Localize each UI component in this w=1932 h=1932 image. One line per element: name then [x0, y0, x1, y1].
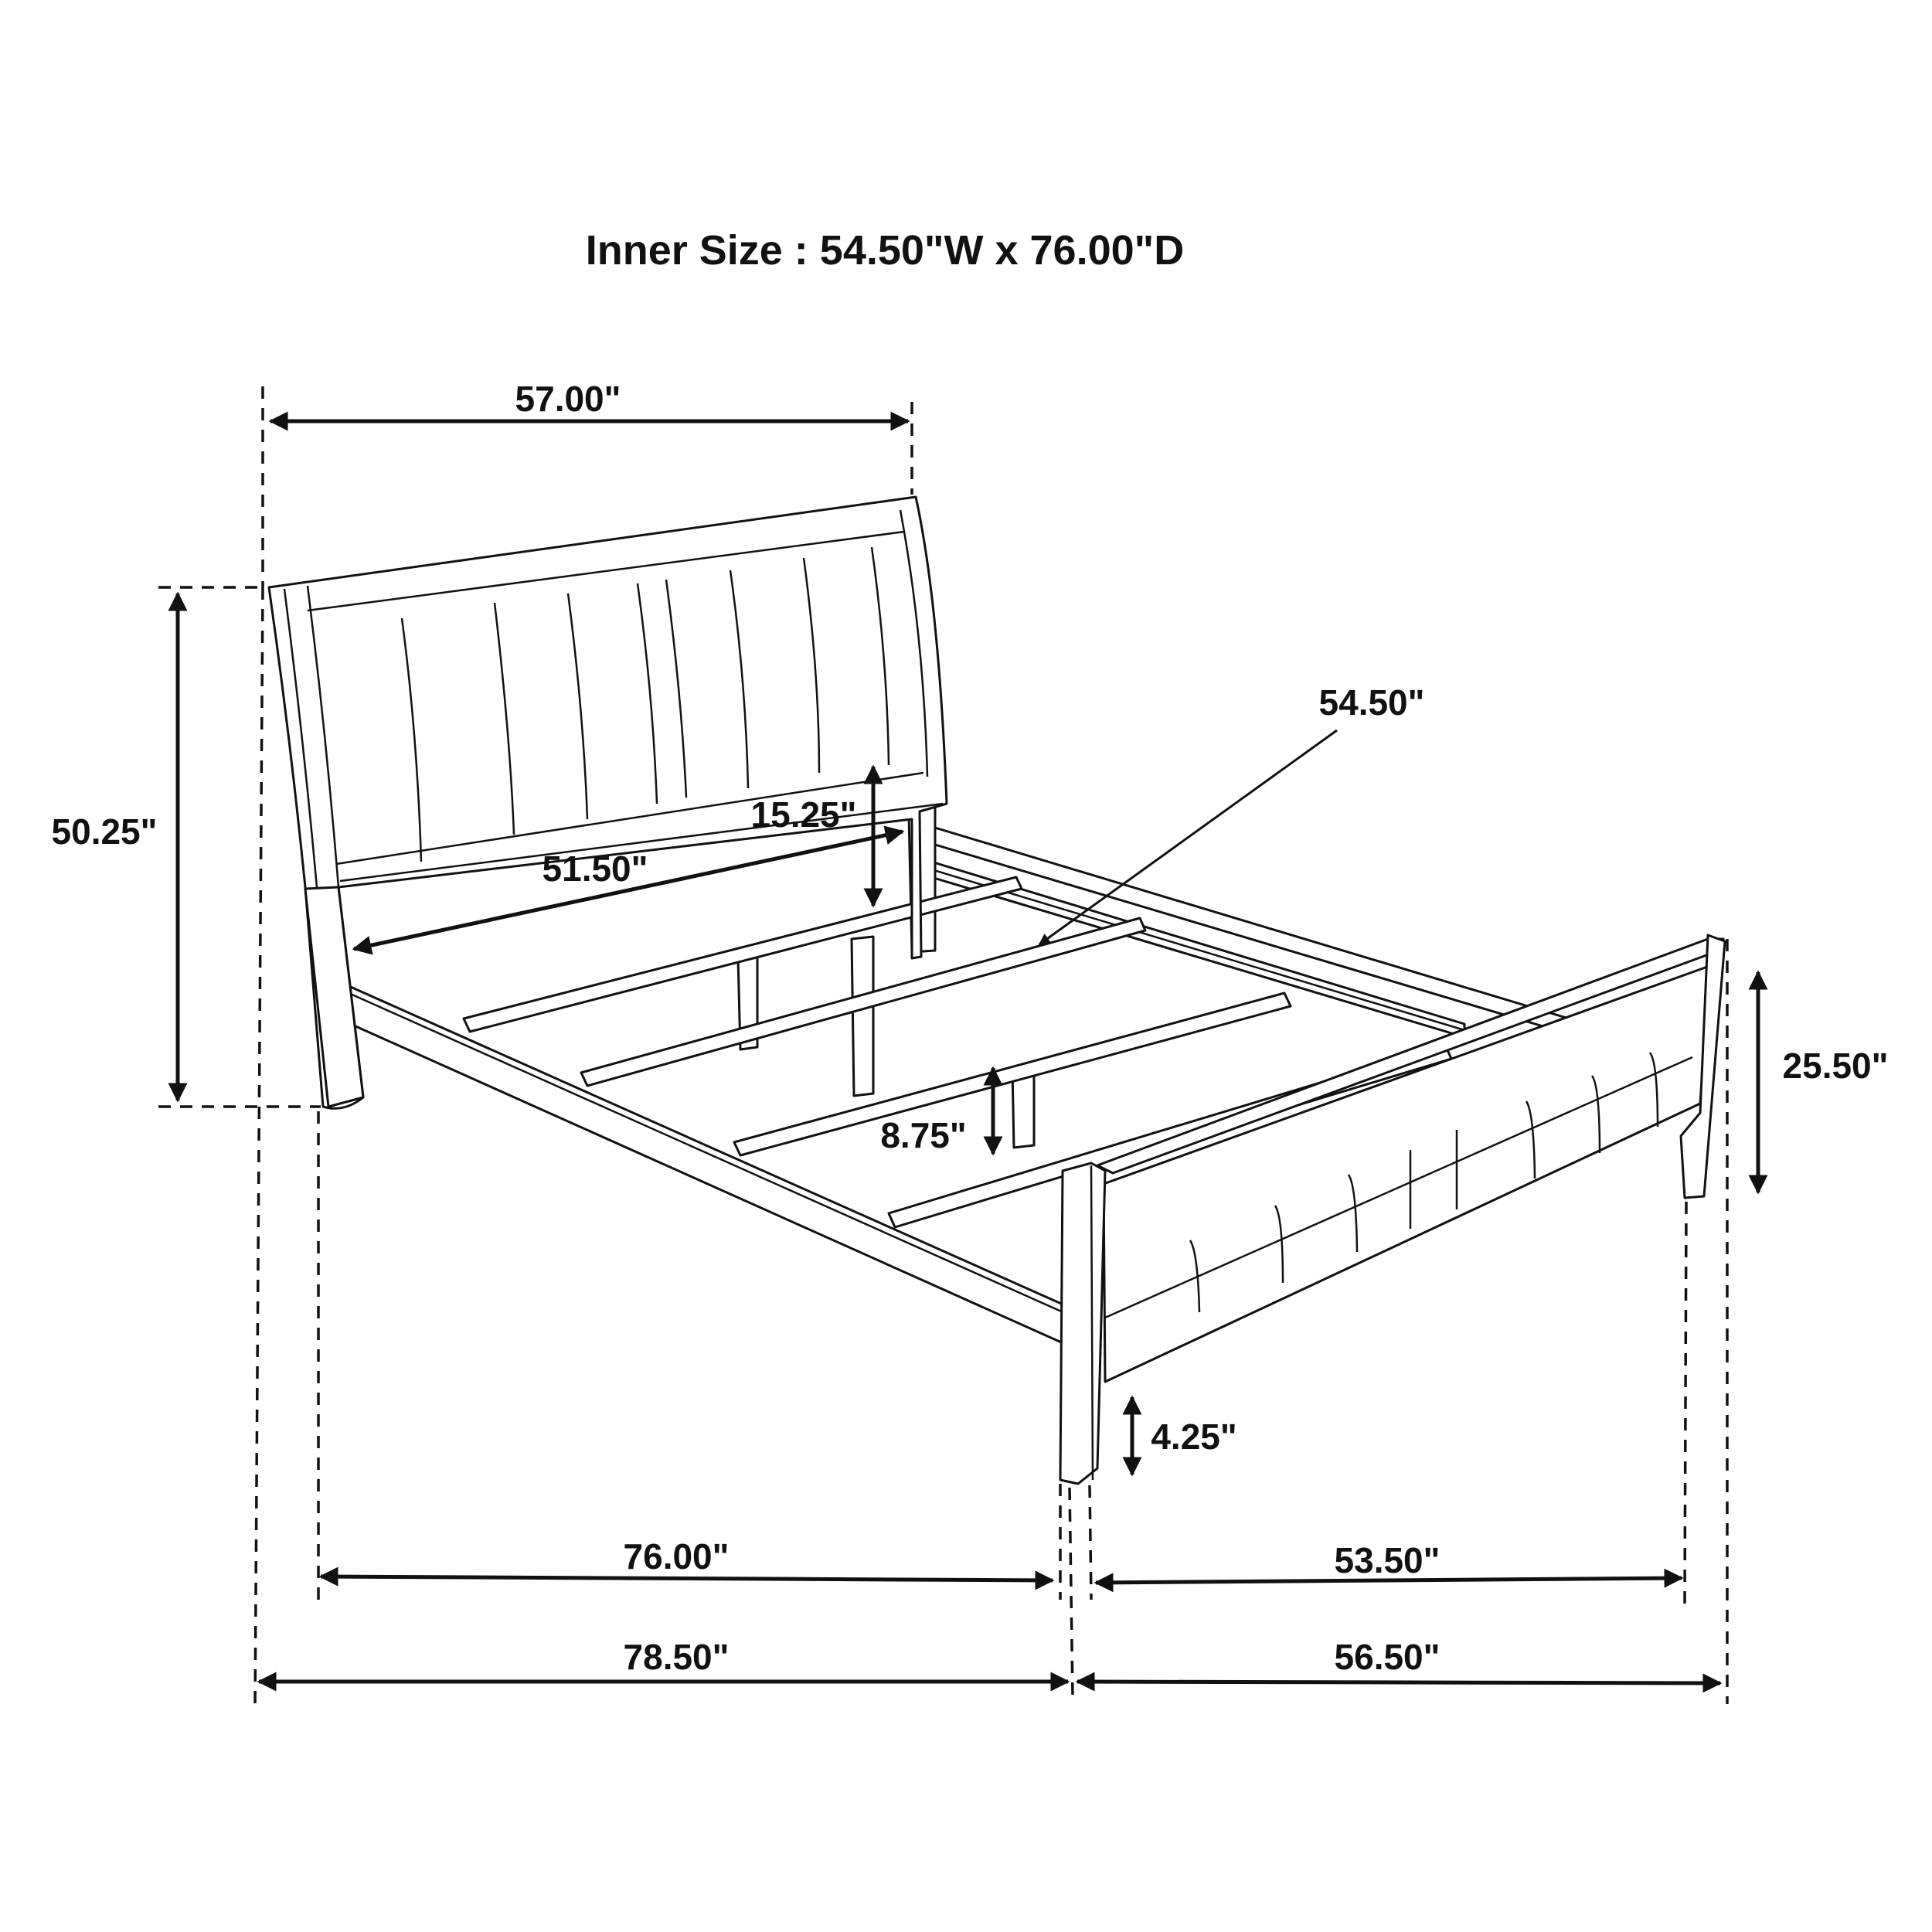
footboard-height-label: 25.50": [1783, 1046, 1889, 1086]
overall-width-label: 56.50": [1335, 1637, 1440, 1677]
dim-inner-length: 76.00": [318, 1536, 1055, 1590]
dim-overall-length: 78.50": [257, 1637, 1070, 1692]
dim-rail-to-floor: 8.75": [880, 1066, 1003, 1156]
inner-length-label: 76.00": [624, 1536, 730, 1577]
dim-footboard-clearance: 4.25": [1122, 1395, 1237, 1477]
headboard-inner-width-label: 51.50": [543, 849, 648, 889]
footboard-clearance-label: 4.25": [1151, 1417, 1236, 1457]
support-leg: [850, 935, 875, 1097]
dim-headboard-inner-width: 51.50": [352, 825, 905, 955]
dim-footboard-inner-width: 53.50": [1094, 1540, 1684, 1593]
headboard-height-label: 50.25": [52, 811, 158, 852]
dim-headboard-width: 57.00": [261, 379, 913, 587]
footboard: [1059, 934, 1726, 1485]
inner-size-title: Inner Size : 54.50"W x 76.00"D: [586, 227, 1185, 274]
panel-clearance-label: 15.25": [751, 794, 857, 835]
footboard-right-post: [1679, 934, 1726, 1199]
dim-overall-width: 56.50": [1075, 1637, 1723, 1693]
rail-to-floor-label: 8.75": [880, 1115, 966, 1155]
dim-slat-length: 54.50": [1038, 682, 1425, 946]
overall-length-label: 78.50": [624, 1637, 730, 1677]
bed-illustration: [267, 495, 1726, 1485]
headboard: [267, 495, 948, 1110]
dim-headboard-height: 50.25": [52, 586, 321, 1709]
near-side-rail: [323, 974, 1068, 1346]
slat-length-label: 54.50": [1319, 682, 1425, 723]
headboard-width-label: 57.00": [515, 379, 621, 419]
footboard-inner-width-label: 53.50": [1335, 1540, 1440, 1580]
dim-footboard-height: 25.50": [1683, 939, 1889, 1704]
footboard-left-post: [1059, 1162, 1107, 1485]
